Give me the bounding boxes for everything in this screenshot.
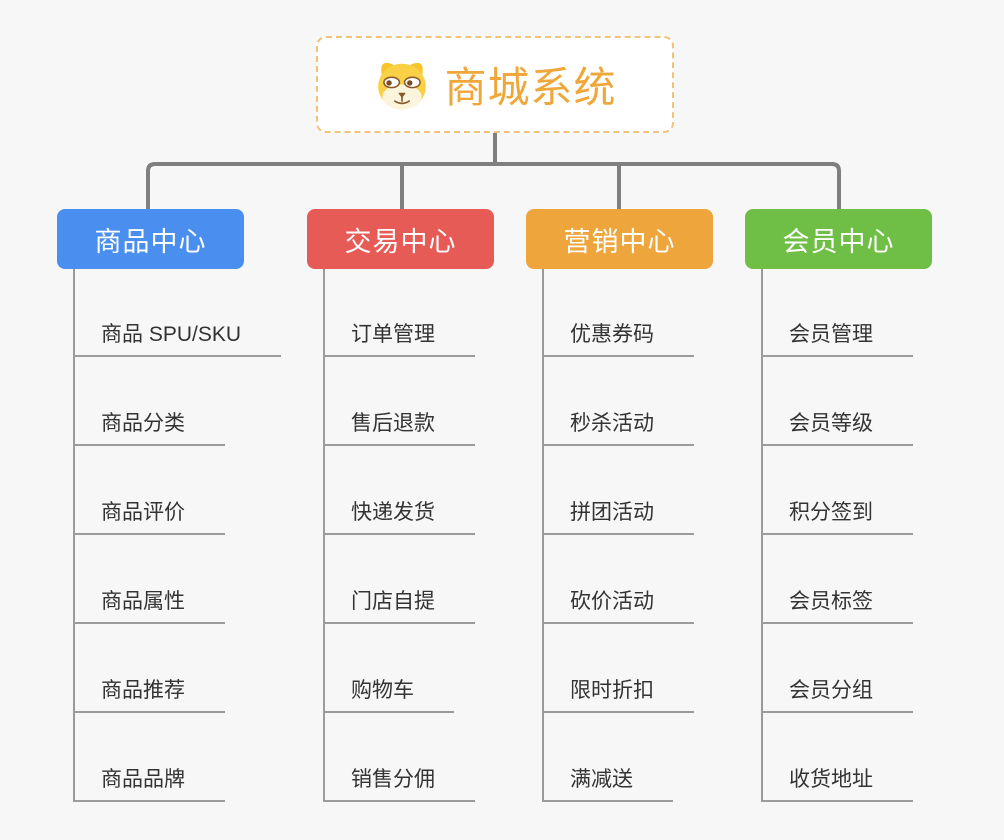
leaf-node[interactable]: 商品 SPU/SKU [73, 321, 282, 357]
branch-node-trade-center[interactable]: 交易中心 [307, 209, 494, 269]
branch-trade-center: 交易中心 订单管理 售后退款 快递发货 门店自提 购物车 销售分佣 [307, 0, 494, 840]
leaf-node[interactable]: 拼团活动 [542, 499, 694, 535]
leaf-node[interactable]: 商品品牌 [73, 766, 225, 802]
branch-node-marketing-center[interactable]: 营销中心 [526, 209, 713, 269]
root-branch-connectors [146, 131, 841, 209]
connector-horizontal [146, 162, 841, 209]
leaf-node[interactable]: 商品评价 [73, 499, 225, 535]
branch-marketing-center: 营销中心 优惠券码 秒杀活动 拼团活动 砍价活动 限时折扣 满减送 [526, 0, 713, 840]
dog-face-icon [378, 62, 427, 110]
leaf-node[interactable]: 购物车 [323, 677, 454, 713]
leaf-node[interactable]: 限时折扣 [542, 677, 694, 713]
leaf-node[interactable]: 积分签到 [761, 499, 913, 535]
branch-node-member-center[interactable]: 会员中心 [745, 209, 932, 269]
root-title: 商城系统 [444, 64, 617, 111]
leaf-node[interactable]: 商品属性 [73, 588, 225, 624]
leaf-node[interactable]: 满减送 [542, 766, 673, 802]
leaf-node[interactable]: 收货地址 [761, 766, 913, 802]
leaf-node[interactable]: 会员标签 [761, 588, 913, 624]
leaf-node[interactable]: 订单管理 [323, 321, 475, 357]
leaf-node[interactable]: 会员分组 [761, 677, 913, 713]
branch-trunk-line [323, 269, 325, 802]
leaf-node[interactable]: 会员管理 [761, 321, 913, 357]
branch-trunk-line [761, 269, 763, 802]
branch-trunk-line [542, 269, 544, 802]
leaf-node[interactable]: 砍价活动 [542, 588, 694, 624]
leaf-node[interactable]: 秒杀活动 [542, 410, 694, 446]
branch-trunk-line [73, 269, 75, 802]
leaf-node[interactable]: 销售分佣 [323, 766, 475, 802]
leaf-node[interactable]: 优惠券码 [542, 321, 694, 357]
leaf-node[interactable]: 会员等级 [761, 410, 913, 446]
leaf-node[interactable]: 商品分类 [73, 410, 225, 446]
leaf-node[interactable]: 快递发货 [323, 499, 475, 535]
root-node[interactable]: 商城系统 [316, 36, 674, 133]
leaf-node[interactable]: 售后退款 [323, 410, 475, 446]
branch-member-center: 会员中心 会员管理 会员等级 积分签到 会员标签 会员分组 收货地址 [745, 0, 932, 840]
leaf-node[interactable]: 门店自提 [323, 588, 475, 624]
branch-node-product-center[interactable]: 商品中心 [57, 209, 244, 269]
branch-product-center: 商品中心 商品 SPU/SKU 商品分类 商品评价 商品属性 商品推荐 商品品牌 [57, 0, 282, 840]
leaf-node[interactable]: 商品推荐 [73, 677, 225, 713]
